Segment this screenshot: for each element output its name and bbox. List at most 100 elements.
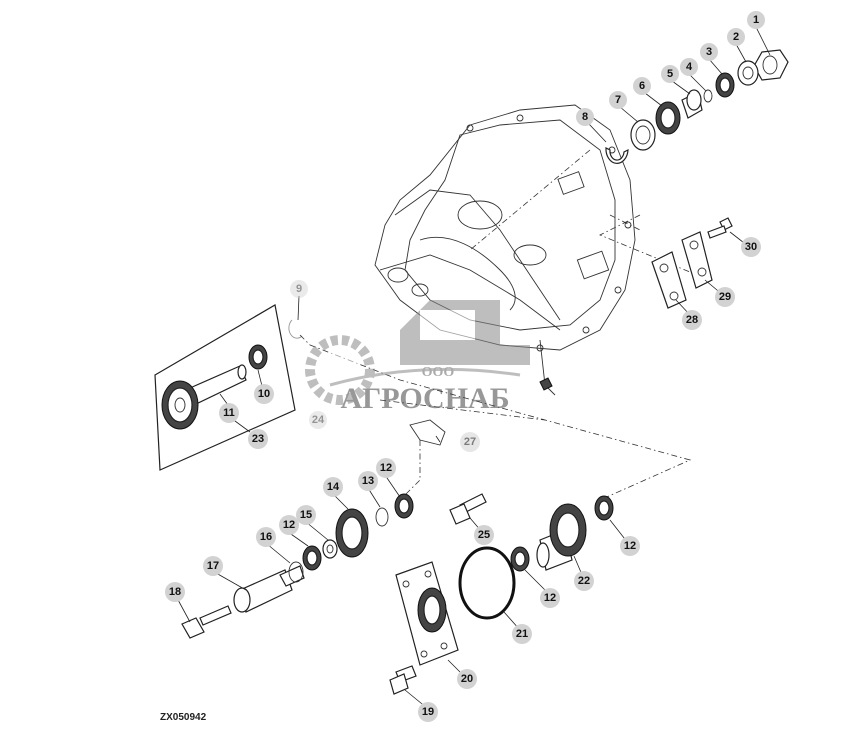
callout-label: 28 bbox=[686, 314, 698, 326]
callout-leader-lines bbox=[176, 26, 771, 709]
callout-13: 13 bbox=[358, 471, 378, 491]
callout-19: 19 bbox=[418, 702, 438, 722]
callout-label: 6 bbox=[639, 80, 645, 92]
part-3-bearing-cone bbox=[715, 72, 735, 98]
callout-14: 14 bbox=[323, 477, 343, 497]
part-12-bearing-upper bbox=[394, 493, 414, 519]
figure-code: ZX050942 bbox=[160, 712, 207, 723]
part-5-spacer bbox=[681, 89, 703, 119]
callout-label: 12 bbox=[624, 540, 636, 552]
callout-4: 4 bbox=[680, 58, 698, 76]
callout-15: 15 bbox=[296, 505, 316, 525]
part-29-gasket bbox=[681, 231, 713, 289]
part-30-bolt bbox=[707, 217, 733, 239]
part-7-bearing bbox=[630, 119, 656, 151]
callout-3: 3 bbox=[700, 43, 718, 61]
callout-28: 28 bbox=[682, 310, 702, 330]
callout-12-lower-left: 12 bbox=[279, 515, 299, 535]
callout-2: 2 bbox=[727, 28, 745, 46]
callout-label: 16 bbox=[260, 531, 272, 543]
gear-housing bbox=[374, 104, 636, 446]
callout-label: 12 bbox=[283, 519, 295, 531]
callout-label: 4 bbox=[686, 61, 693, 73]
callout-17: 17 bbox=[203, 556, 223, 576]
callout-label: 10 bbox=[258, 388, 270, 400]
callout-label: 1 bbox=[753, 14, 759, 26]
part-19-bolt bbox=[389, 665, 417, 695]
callout-label: 9 bbox=[296, 283, 302, 295]
part-2-washer bbox=[737, 60, 759, 86]
callout-label: 8 bbox=[582, 111, 588, 123]
callout-12-lower-center: 12 bbox=[540, 588, 560, 608]
callout-21: 21 bbox=[512, 624, 532, 644]
part-21-o-ring bbox=[458, 546, 516, 620]
callout-16: 16 bbox=[256, 527, 276, 547]
callout-10: 10 bbox=[254, 384, 274, 404]
agrosnab-watermark: ООО АГРОСНАБ bbox=[305, 300, 530, 415]
callout-5: 5 bbox=[661, 65, 679, 83]
callout-23: 23 bbox=[248, 429, 268, 449]
watermark-company-name: АГРОСНАБ bbox=[340, 382, 509, 415]
callout-9: 9 bbox=[290, 280, 308, 298]
callout-1: 1 bbox=[747, 11, 765, 29]
callout-label: 17 bbox=[207, 560, 219, 572]
part-4-snap-ring bbox=[703, 89, 713, 103]
callout-label: 23 bbox=[252, 433, 264, 445]
callout-30: 30 bbox=[741, 237, 761, 257]
part-17-shaft bbox=[233, 565, 305, 613]
part-12-bearing-lower-center bbox=[510, 546, 530, 572]
part-18-bolt bbox=[181, 605, 232, 639]
part-20-bearing-cover bbox=[395, 561, 459, 666]
callout-label: 14 bbox=[327, 481, 340, 493]
callout-label: 20 bbox=[461, 673, 473, 685]
callout-label: 18 bbox=[169, 586, 181, 598]
callout-label: 2 bbox=[733, 31, 739, 43]
part-12-bearing-right bbox=[594, 495, 614, 521]
callout-label: 3 bbox=[706, 46, 712, 58]
callout-25: 25 bbox=[474, 525, 494, 545]
callout-12-upper: 12 bbox=[376, 458, 396, 478]
callout-20: 20 bbox=[457, 669, 477, 689]
part-15-washer bbox=[322, 539, 338, 559]
callout-24: 24 bbox=[309, 411, 327, 429]
callout-label: 21 bbox=[516, 628, 528, 640]
callout-label: 25 bbox=[478, 529, 490, 541]
callout-label: 27 bbox=[464, 436, 476, 448]
part-14-gear bbox=[335, 508, 369, 558]
callout-27: 27 bbox=[460, 432, 480, 452]
part-1-nut bbox=[753, 49, 789, 81]
callout-label: 22 bbox=[578, 575, 590, 587]
callout-label: 12 bbox=[380, 462, 392, 474]
callout-label: 24 bbox=[312, 414, 325, 426]
part-25-bolt bbox=[449, 493, 487, 525]
callout-label: 12 bbox=[544, 592, 556, 604]
part-10-bearing bbox=[248, 344, 268, 370]
callout-22: 22 bbox=[574, 571, 594, 591]
watermark-prefix: ООО bbox=[422, 365, 455, 380]
part-22-shaft-gear bbox=[536, 503, 587, 571]
callout-6: 6 bbox=[633, 77, 651, 95]
callout-29: 29 bbox=[715, 287, 735, 307]
callout-label: 29 bbox=[719, 291, 731, 303]
callout-label: 11 bbox=[223, 407, 235, 419]
part-28-cover bbox=[651, 251, 687, 309]
part-11-shaft-gear bbox=[161, 364, 247, 430]
callout-11: 11 bbox=[219, 403, 239, 423]
sub-assembly-box-23 bbox=[154, 304, 296, 471]
callout-8: 8 bbox=[576, 108, 594, 126]
callout-12-right: 12 bbox=[620, 536, 640, 556]
callout-label: 30 bbox=[745, 241, 757, 253]
callout-18: 18 bbox=[165, 582, 185, 602]
part-9-snap-ring bbox=[288, 319, 303, 339]
part-12-bearing-lower-left bbox=[302, 545, 322, 571]
assembly-center-lines bbox=[299, 149, 692, 501]
callout-label: 7 bbox=[615, 94, 621, 106]
callout-label: 5 bbox=[667, 68, 673, 80]
part-8-snap-ring bbox=[605, 147, 629, 164]
part-16-snap-ring bbox=[288, 561, 304, 583]
callout-7: 7 bbox=[609, 91, 627, 109]
part-13-snap-ring bbox=[375, 507, 389, 527]
callout-label: 19 bbox=[422, 706, 434, 718]
callout-label: 13 bbox=[362, 475, 374, 487]
